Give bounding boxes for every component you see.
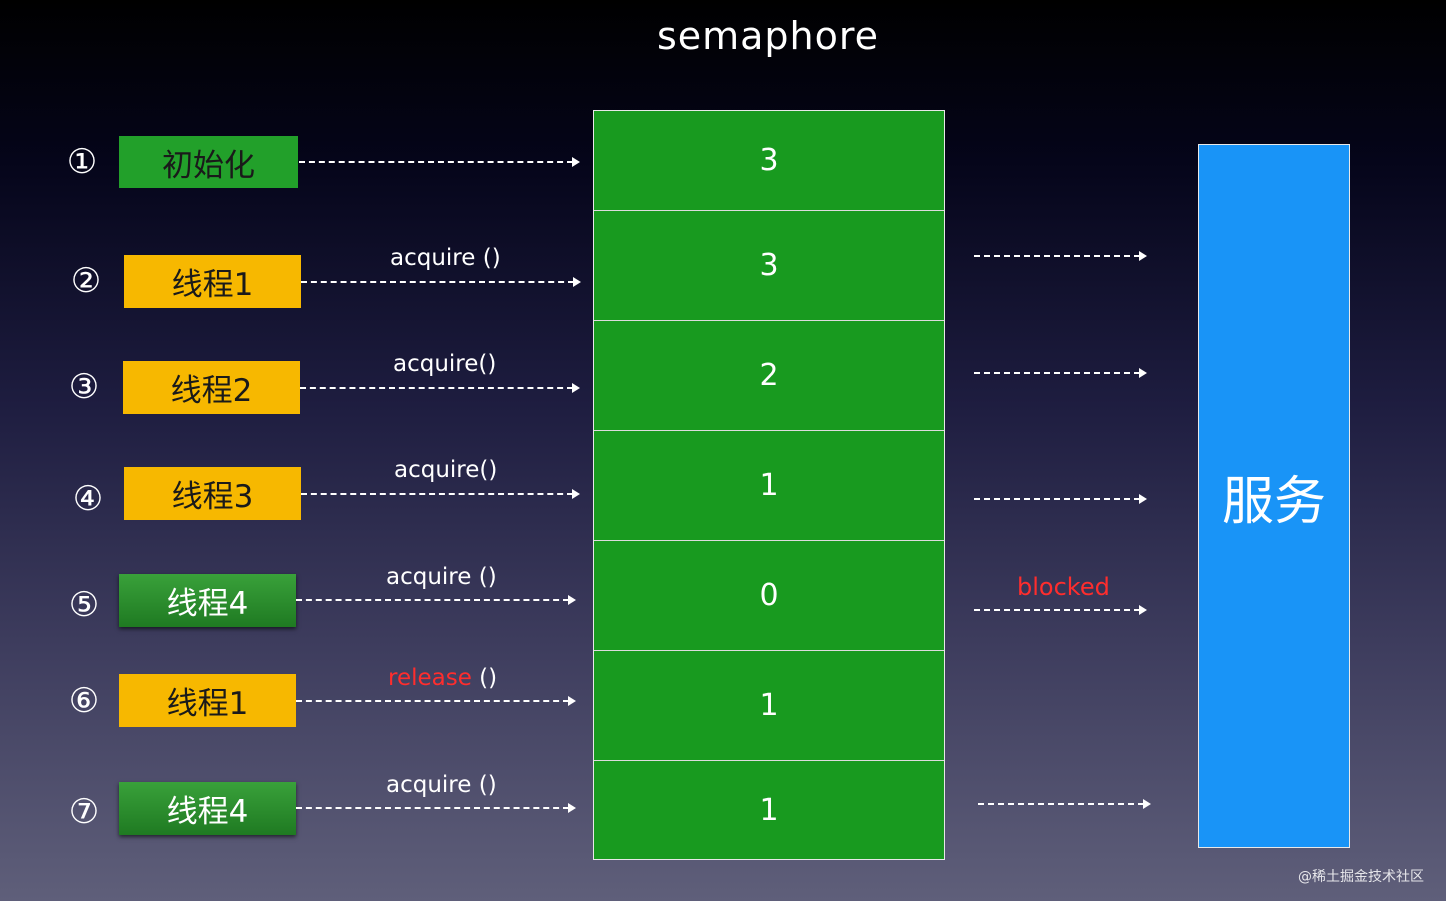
thread-box-5: 线程4 [119, 574, 296, 627]
action-label-6: release () [388, 665, 497, 691]
init-box: 初始化 [119, 136, 298, 188]
step-number-3: ③ [68, 367, 100, 407]
action-label-5: acquire () [386, 564, 497, 590]
step-number-2: ② [70, 261, 102, 301]
arrow-6 [296, 696, 576, 706]
semaphore-cell: 3 [594, 210, 944, 320]
service-arrow-4 [974, 494, 1147, 504]
arrow-2 [301, 277, 581, 287]
step-number-7: ⑦ [68, 792, 100, 832]
step-number-6: ⑥ [68, 681, 100, 721]
release-paren: () [471, 665, 498, 691]
step-number-4: ④ [72, 479, 104, 519]
service-arrow-7 [978, 799, 1151, 809]
semaphore-stack: 3 3 2 1 0 1 1 [593, 110, 945, 860]
service-box: 服务 [1198, 144, 1350, 848]
action-label-7: acquire () [386, 772, 497, 798]
semaphore-cell: 2 [594, 320, 944, 430]
thread-box-3: 线程2 [123, 361, 300, 414]
semaphore-cell: 1 [594, 430, 944, 540]
arrow-7 [296, 803, 576, 813]
action-label-3: acquire() [393, 351, 497, 377]
action-label-4: acquire() [394, 457, 498, 483]
step-number-5: ⑤ [68, 585, 100, 625]
diagram-title: semaphore [656, 14, 880, 58]
semaphore-cell: 3 [759, 143, 779, 178]
thread-box-4: 线程3 [124, 467, 301, 520]
arrow-1 [299, 157, 580, 167]
arrow-3 [300, 383, 580, 393]
arrow-4 [301, 489, 580, 499]
release-text: release [388, 665, 472, 691]
action-label-2: acquire () [390, 245, 501, 271]
semaphore-cell: 1 [594, 650, 944, 760]
service-arrow-2 [974, 251, 1147, 261]
semaphore-cell: 1 [594, 760, 944, 859]
blocked-label: blocked [1017, 573, 1110, 601]
semaphore-cell: 0 [594, 540, 944, 650]
thread-box-2: 线程1 [124, 255, 301, 308]
thread-box-7: 线程4 [119, 782, 296, 835]
service-arrow-5 [974, 605, 1147, 615]
arrow-5 [296, 595, 576, 605]
service-arrow-3 [974, 368, 1147, 378]
step-number-1: ① [66, 142, 98, 182]
watermark: @稀土掘金技术社区 [1298, 869, 1424, 885]
thread-box-6: 线程1 [119, 674, 296, 727]
